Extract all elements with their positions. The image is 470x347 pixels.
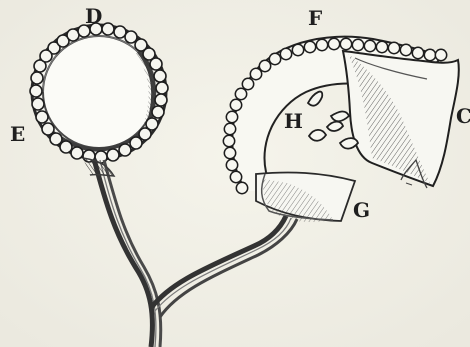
- label-d: D: [85, 6, 102, 26]
- label-f: F: [308, 8, 322, 28]
- label-h: H: [284, 111, 303, 131]
- label-g: G: [353, 200, 370, 220]
- label-c: C: [456, 106, 470, 126]
- label-e: E: [10, 124, 25, 144]
